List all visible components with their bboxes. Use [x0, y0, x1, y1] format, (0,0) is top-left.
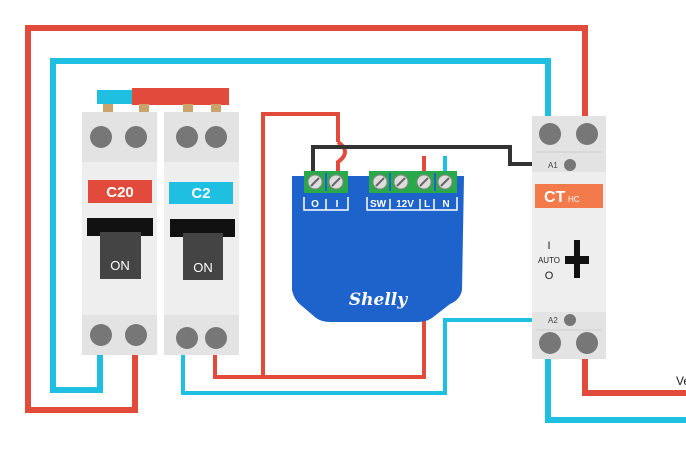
- terminal-label-12v: 12V: [396, 199, 414, 210]
- wire-live-output: [582, 355, 686, 396]
- screw-terminal: [539, 332, 561, 354]
- wire-live-relay-feed: [263, 318, 426, 379]
- bus-bar-live: [132, 88, 229, 105]
- terminal-screw-slot: [396, 177, 406, 187]
- breaker-toggle[interactable]: [100, 232, 141, 279]
- breaker-c20: C20 ON: [82, 112, 157, 355]
- shelly-relay: O I SW 12V L N Shelly: [292, 171, 464, 322]
- breaker-c2: C2 ON: [164, 112, 239, 355]
- wire-neutral-main: [50, 58, 551, 393]
- terminal-label-bracket: [366, 197, 458, 211]
- contactor-label-plate: [535, 184, 603, 208]
- screw-terminal: [125, 126, 147, 148]
- terminal-screw-slot: [419, 177, 429, 187]
- terminal-screw-slot: [440, 177, 450, 187]
- contactor-name-suffix: HC: [568, 195, 580, 204]
- contactor-name: CT: [544, 189, 566, 206]
- breaker-handle-base: [170, 219, 235, 237]
- bus-bar-pin: [183, 104, 193, 113]
- bus-bar-pin: [139, 104, 149, 113]
- coil-terminal-a2-label: A2: [548, 316, 558, 325]
- breaker-top-block: [164, 112, 239, 162]
- coil-terminal-a1-label: A1: [548, 161, 558, 170]
- screw-terminal: [576, 123, 598, 145]
- breaker-label-plate: [88, 180, 152, 203]
- mode-label-auto: AUTO: [538, 256, 560, 265]
- contactor: A1 A2 CT HC I AUTO O: [532, 116, 606, 359]
- wire-control-to-a1: [311, 145, 532, 176]
- wires: [25, 25, 686, 423]
- bus-bar-pin: [103, 104, 113, 113]
- screw-terminal: [176, 126, 198, 148]
- bus-bar-pin: [211, 104, 221, 113]
- terminal-screw-slot: [331, 177, 341, 187]
- screw-terminal: [576, 332, 598, 354]
- breaker-switch-state: ON: [110, 258, 130, 273]
- wire-live-relay-output: [213, 112, 340, 379]
- breaker-handle-base: [87, 218, 153, 236]
- relay-brand-logo: Shelly: [349, 290, 408, 310]
- terminal-label-i: I: [336, 199, 339, 210]
- screw-terminal: [205, 126, 227, 148]
- mode-label-off: O: [545, 270, 554, 282]
- wire-live-relay-hump: [336, 140, 347, 176]
- wire-neutral-output: [545, 355, 686, 423]
- terminal-screw-slot: [375, 177, 385, 187]
- terminal-screw-slot: [310, 177, 320, 187]
- breaker-bottom-block: [164, 315, 239, 355]
- terminal-label-sw: SW: [370, 199, 387, 210]
- terminal-label-n: N: [442, 199, 449, 210]
- mode-selector-handle[interactable]: [565, 256, 589, 264]
- screw-terminal: [90, 126, 112, 148]
- terminal-label-o: O: [311, 199, 319, 210]
- wire-neutral-relay-feed: [181, 318, 447, 395]
- breaker-label: C2: [191, 185, 210, 202]
- screw-terminal: [205, 327, 227, 349]
- terminal-label-l: L: [424, 199, 430, 210]
- breaker-label: C20: [106, 184, 134, 201]
- coil-terminal-a1: [564, 159, 576, 171]
- screw-terminal: [90, 324, 112, 346]
- edge-label: Ve: [676, 374, 686, 388]
- relay-body: [292, 176, 464, 322]
- bus-bars: [97, 88, 229, 113]
- screw-terminal: [125, 324, 147, 346]
- screw-terminal: [176, 327, 198, 349]
- coil-terminal-a2: [564, 314, 576, 326]
- mode-label-on: I: [547, 240, 550, 252]
- bus-bar-neutral: [97, 90, 133, 104]
- breaker-switch-state: ON: [193, 260, 213, 275]
- wire-live-main: [25, 25, 588, 413]
- breaker-toggle[interactable]: [183, 233, 223, 280]
- breaker-label-plate: [169, 182, 233, 204]
- screw-terminal: [539, 123, 561, 145]
